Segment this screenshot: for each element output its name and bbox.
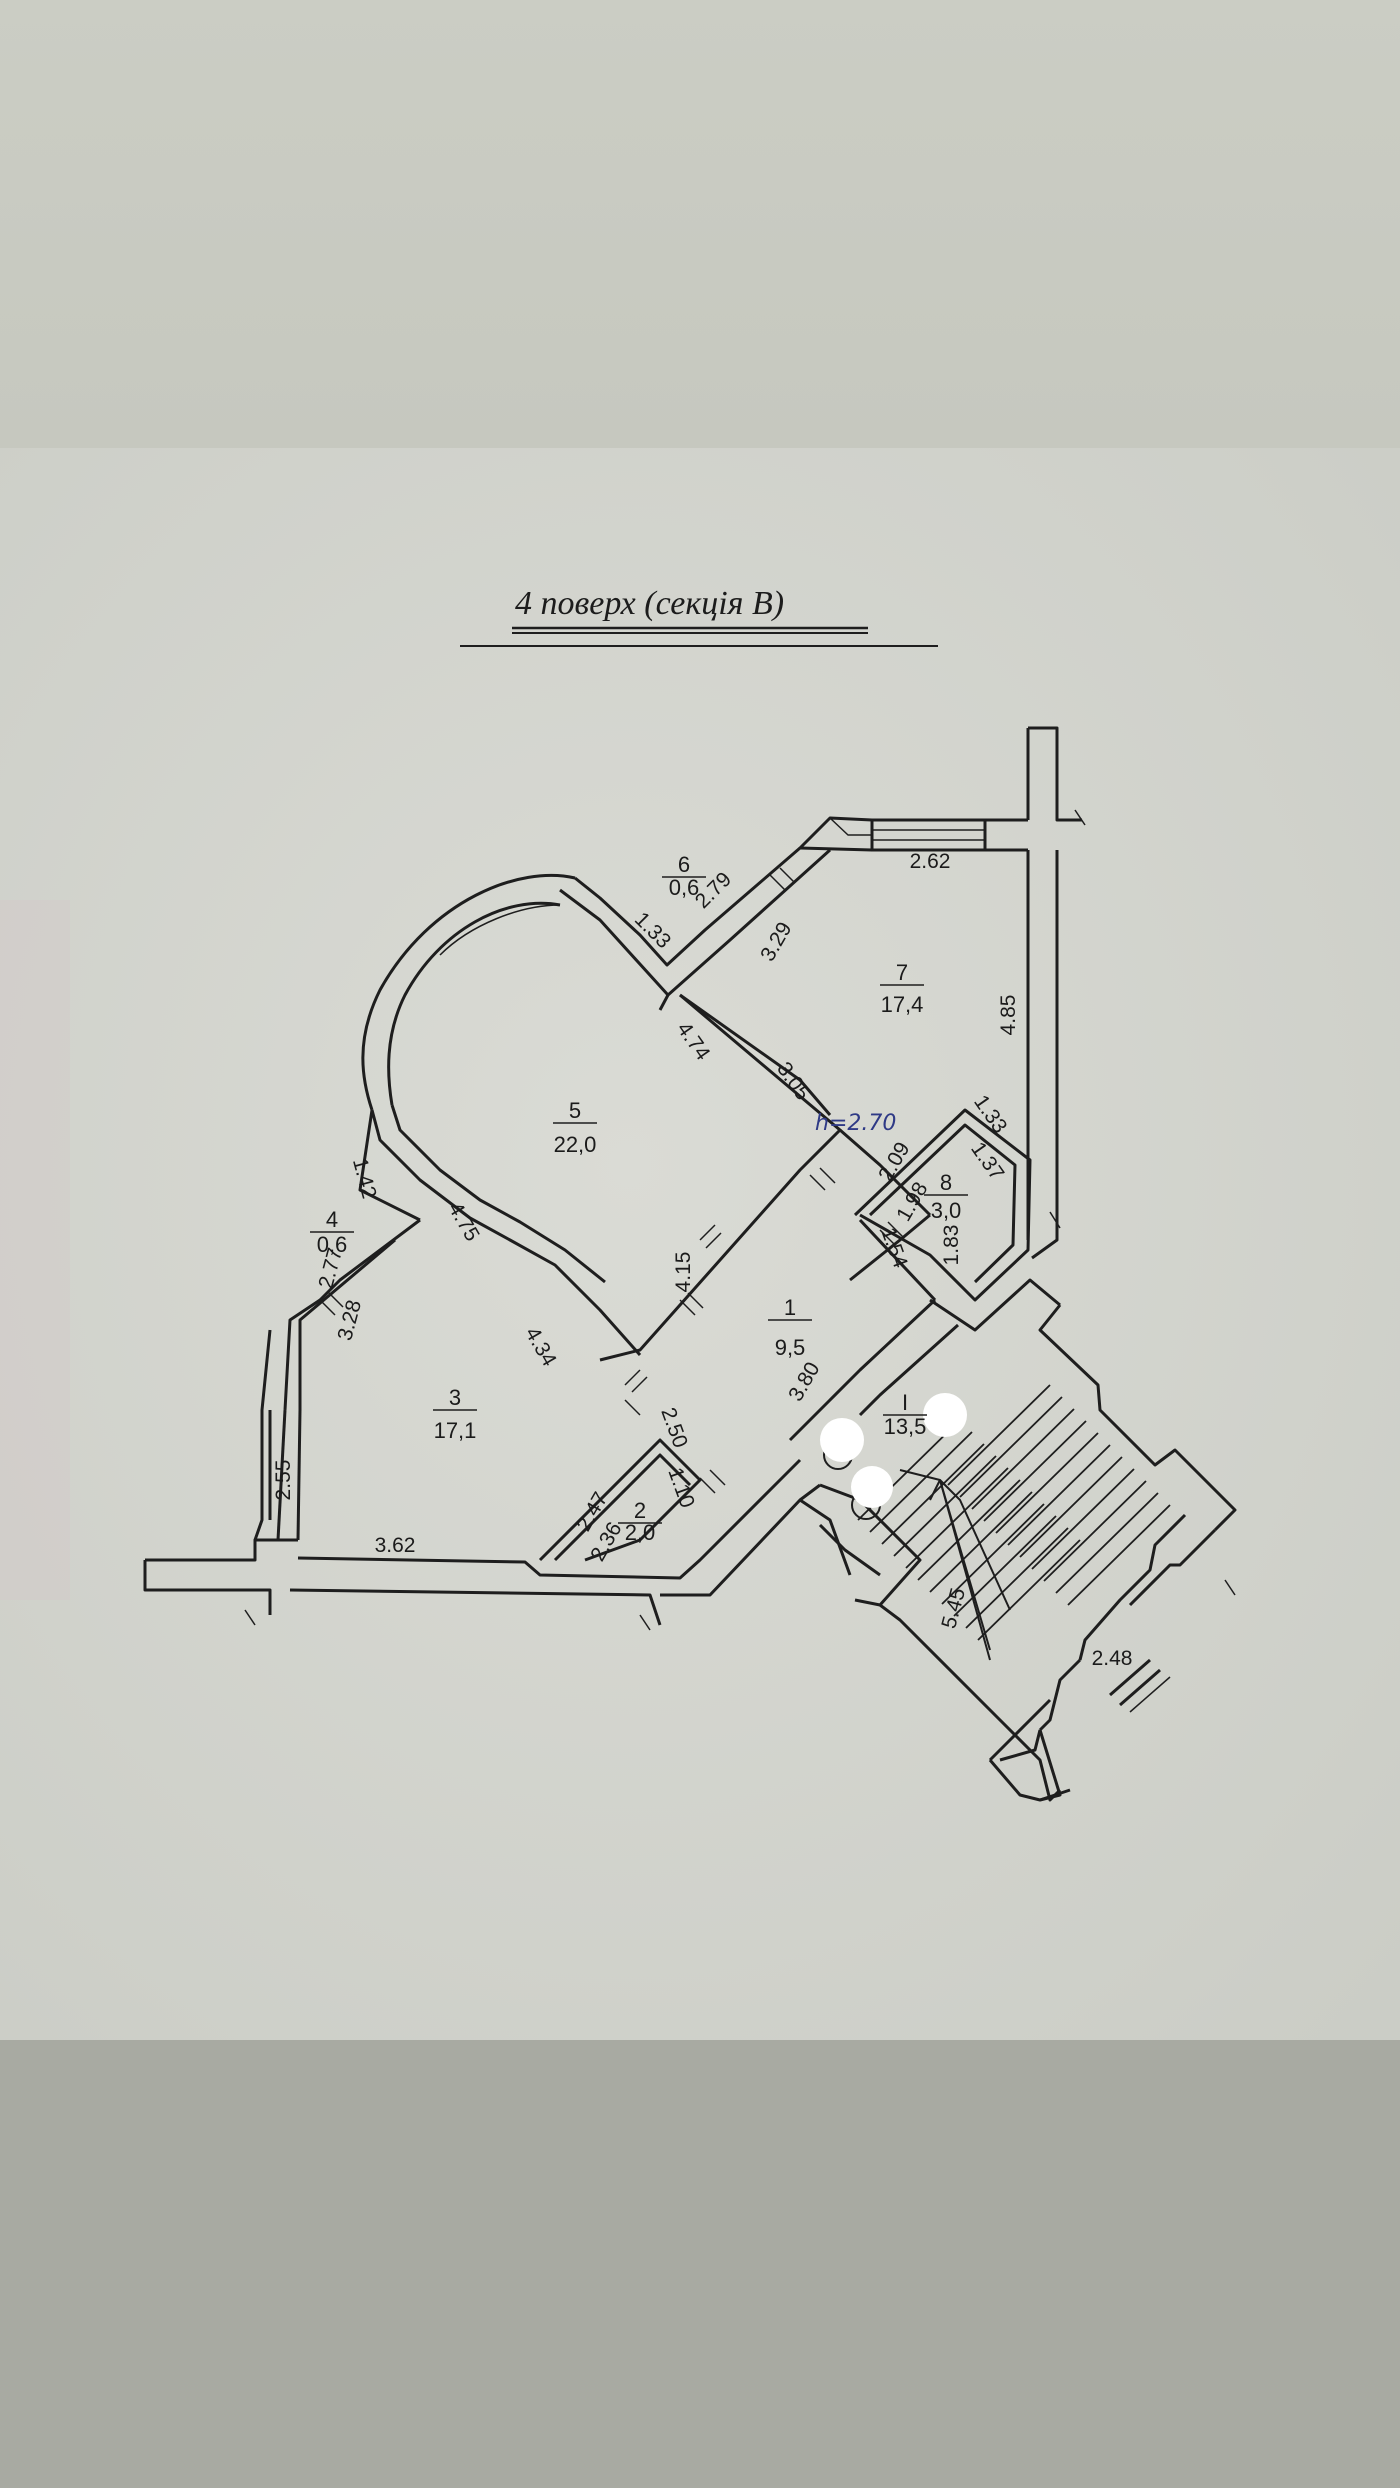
dimension-label: 3.62	[375, 1534, 416, 1557]
dimension-label: 4.85	[997, 995, 1020, 1036]
room-5-number: 5	[569, 1098, 581, 1123]
bottom-band	[0, 2040, 1400, 2488]
dimension-label: 4.15	[672, 1252, 695, 1293]
room-6-number: 6	[678, 852, 690, 877]
room-2-number: 2	[634, 1498, 646, 1523]
dimension-label: 1.83	[940, 1225, 963, 1266]
dimension-label: 2.55	[272, 1460, 295, 1501]
room-8-number: 8	[940, 1170, 952, 1195]
room-7-area: 17,4	[881, 992, 924, 1017]
paper-stain	[0, 900, 70, 1600]
plan-title: 4 поверх (секція В)	[515, 585, 784, 622]
room-4-area: 0,6	[317, 1232, 348, 1257]
room-2-area: 2,0	[625, 1520, 656, 1545]
redaction-dot	[851, 1466, 893, 1508]
room-3-area: 17,1	[434, 1418, 477, 1443]
room-stair-area: 13,5	[884, 1414, 927, 1439]
room-5-area: 22,0	[554, 1132, 597, 1157]
room-stair-number: I	[902, 1390, 908, 1415]
room-7-number: 7	[896, 960, 908, 985]
room-6-area: 0,6	[669, 875, 700, 900]
redaction-dot	[820, 1418, 864, 1462]
paper-sheet	[0, 448, 1400, 2040]
room-4-number: 4	[326, 1207, 338, 1232]
ceiling-height-note: h=2.70	[815, 1111, 896, 1136]
room-1-area: 9,5	[775, 1335, 806, 1360]
walls	[143, 726, 1237, 1802]
room-8-area: 3,0	[931, 1198, 962, 1223]
dimension-label: 2.48	[1092, 1647, 1133, 1670]
redaction-dot	[923, 1393, 967, 1437]
room-3-number: 3	[449, 1385, 461, 1410]
top-band	[0, 0, 1400, 448]
room-1-number: 1	[784, 1295, 796, 1320]
dimension-label: 2.62	[910, 850, 951, 873]
